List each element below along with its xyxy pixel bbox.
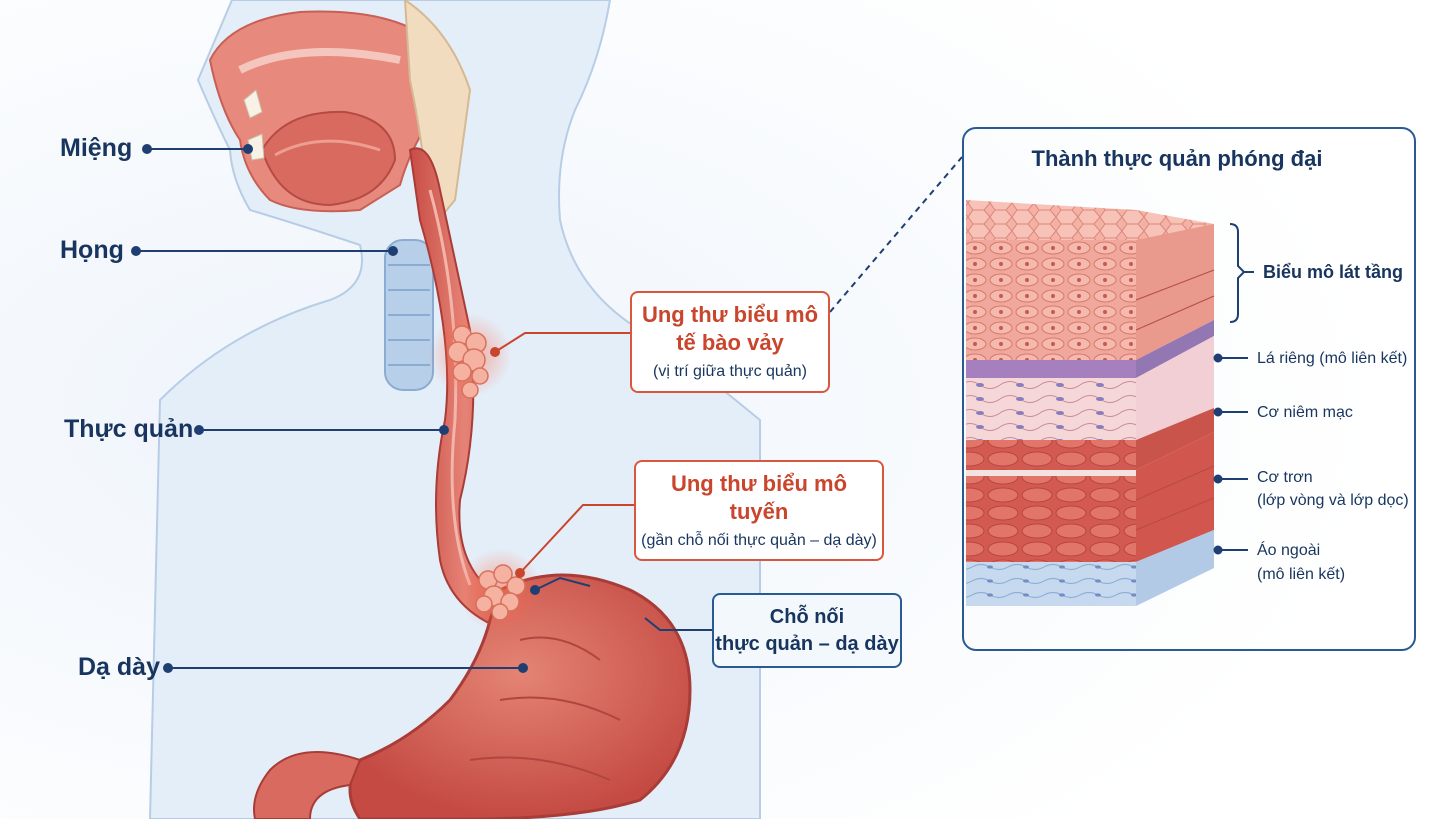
tissue-block: [966, 200, 1215, 606]
layer-adventitia: Áo ngoài: [1257, 542, 1321, 559]
layer-muscularis-mucosae: Cơ niêm mạc: [1257, 404, 1353, 421]
adeno-title-1: Ung thư biểu mô: [670, 471, 848, 496]
duodenum: [253, 751, 362, 819]
junction-title-2: thực quản – dạ dày: [715, 633, 899, 655]
label-pharynx: Họng: [60, 236, 124, 264]
adenocarcinoma-tumor: [475, 564, 526, 621]
squamous-note: (vị trí giữa thực quản): [653, 363, 807, 380]
tongue: [260, 110, 397, 207]
adeno-title-2: tuyến: [729, 499, 789, 524]
squamous-callout: Ung thư biểu mô tế bào vảy (vị trí giữa …: [630, 291, 830, 393]
layer-lamina-propria: Lá riêng (mô liên kết): [1257, 350, 1408, 367]
adeno-callout: Ung thư biểu mô tuyến (gần chỗ nối thực …: [634, 460, 884, 561]
layer-smooth-muscle: Cơ trơn: [1257, 469, 1313, 486]
adeno-note: (gần chỗ nối thực quản – dạ dày): [641, 532, 877, 549]
squamous-title-2: tế bào vảy: [676, 330, 784, 355]
layer-epithelium: Biểu mô lát tầng: [1263, 262, 1404, 282]
layer-adventitia-note: (mô liên kết): [1257, 566, 1346, 583]
adeno-connector: [519, 504, 634, 574]
layer-smooth-muscle-note: (lớp vòng và lớp dọc): [1257, 492, 1409, 509]
squamous-connector: [494, 332, 630, 353]
zoom-panel-title: Thành thực quản phóng đại: [1031, 146, 1323, 171]
junction-connector: [644, 617, 712, 631]
label-mouth: Miệng: [60, 134, 133, 162]
label-stomach: Dạ dày: [78, 653, 160, 681]
teeth: [243, 89, 265, 161]
squamous-tumor: [447, 325, 489, 399]
junction-callout: Chỗ nối thực quản – dạ dày: [712, 593, 902, 668]
label-esophagus: Thực quản: [64, 415, 194, 443]
squamous-title-1: Ung thư biểu mô: [641, 302, 819, 327]
zoom-dashed-link: [829, 156, 963, 313]
zoom-panel: [962, 127, 1416, 651]
junction-title-1: Chỗ nối: [769, 606, 845, 628]
